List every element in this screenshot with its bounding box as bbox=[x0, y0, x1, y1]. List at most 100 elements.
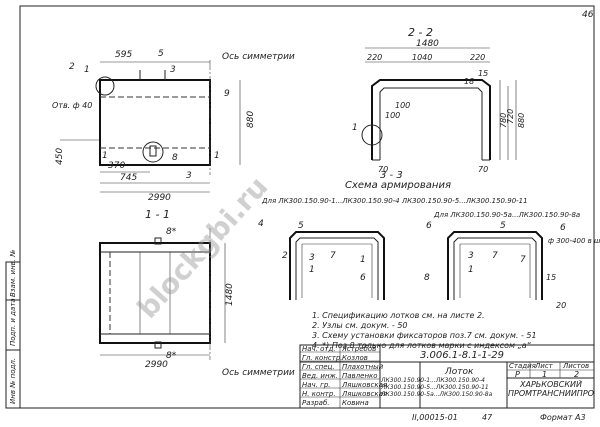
tb-org: ХАРЬКОВСКИЙ ПРОМТРАНСНИИПРОЕКТ bbox=[508, 380, 594, 398]
tb-role-0: Нач. отд. bbox=[302, 345, 336, 353]
section-2-2-dim-18: 18 bbox=[464, 77, 474, 86]
side-stamp-col3: Взам. инв. № bbox=[9, 249, 17, 297]
plan-label-9: 9 bbox=[224, 89, 230, 99]
tb-sheets-label: Листов bbox=[562, 362, 589, 370]
section-2-2-outline bbox=[371, 79, 491, 160]
plan-label-3-top: 3 bbox=[170, 65, 176, 75]
tb-stage: Р bbox=[515, 370, 520, 379]
note-3: 3. Схему установки фиксаторов поз.7 см. … bbox=[312, 331, 537, 340]
tb-doc-code: 3.006.1-8.1-1-29 bbox=[420, 350, 504, 361]
sheet-number: 46 bbox=[582, 10, 594, 20]
plan-dim-2990: 2990 bbox=[148, 193, 171, 203]
plan-label-5: 5 bbox=[158, 49, 164, 59]
section-2-2-dim-100-b: 100 bbox=[385, 111, 400, 120]
section-2-2-dim-15: 15 bbox=[478, 69, 488, 78]
plan-dim-450: 450 bbox=[55, 148, 65, 165]
section-2-2-dim-1480: 1480 bbox=[416, 39, 439, 49]
plan-label-1-top: 1 bbox=[84, 65, 90, 75]
plan-outline bbox=[99, 79, 211, 166]
section-1-1: 1 - 1 8* 1480 2990 8* Ось симметрии bbox=[99, 208, 295, 378]
section-2-2-dim-880: 880 bbox=[517, 113, 526, 128]
bottom-code: II,00015-01 bbox=[412, 413, 458, 422]
tb-name-6: Ковина bbox=[342, 399, 369, 407]
section-2-2-dim-100-a: 100 bbox=[395, 101, 410, 110]
scheme-right-label-6b: 6 bbox=[560, 223, 566, 233]
plan-hole-label: Отв. ф 40 bbox=[52, 101, 92, 110]
note-1: 1. Спецификацию лотков см. на листе 2. bbox=[312, 311, 485, 320]
scheme-right-note: ф 300-400 в шахматном порядке bbox=[548, 237, 600, 245]
plan-dim-745: 745 bbox=[120, 173, 137, 183]
reinforcement-caption-left: Для ЛК300.150.90-1...ЛК300.150.90-4 ЛК30… bbox=[261, 197, 528, 205]
node-circle-top bbox=[95, 76, 115, 96]
plan-axis-label: Ось симметрии bbox=[222, 52, 295, 62]
section-1-1-dim-2990: 2990 bbox=[145, 360, 168, 370]
tb-name-3: Павленко bbox=[342, 372, 378, 380]
tb-sheet-label: Лист bbox=[534, 362, 554, 370]
tb-role-1: Гл. констр. bbox=[302, 354, 343, 362]
tb-role-6: Разраб. bbox=[302, 399, 330, 407]
scheme-left-label-2: 2 bbox=[282, 251, 288, 261]
reinforcement-schemes: Схема армирования 3 - 3 Для ЛК300.150.90… bbox=[258, 170, 600, 310]
section-2-2-dim-220-right: 220 bbox=[470, 53, 485, 62]
plan-label-1-left: 1 bbox=[102, 151, 108, 161]
format-label: Формат А3 bbox=[540, 413, 586, 422]
tb-role-2: Гл. спец. bbox=[302, 363, 335, 371]
section-2-2-dim-780: 780 bbox=[499, 113, 508, 128]
scheme-left-label-1b: 1 bbox=[360, 255, 366, 265]
tb-marks: ЛК300.150.90-1...ЛК300.150.90-4 ЛК300.15… bbox=[381, 377, 493, 398]
section-2-2-dim-1040: 1040 bbox=[412, 53, 432, 62]
bottom-page: 47 bbox=[482, 413, 493, 422]
plan-dim-880: 880 bbox=[246, 111, 256, 128]
tb-sheet: 1 bbox=[542, 370, 547, 379]
scheme-right-label-1: 1 bbox=[468, 265, 474, 275]
tb-stage-label: Стадия bbox=[509, 362, 536, 370]
scheme-left-label-1: 1 bbox=[309, 265, 315, 275]
section-2-2-dim-70-right: 70 bbox=[478, 165, 488, 174]
tb-name-0: Ястребов bbox=[341, 345, 376, 353]
section-1-1-title: 1 - 1 bbox=[145, 208, 170, 221]
scheme-right-label-7: 7 bbox=[492, 251, 498, 261]
reinforcement-caption-right: Для ЛК300.150.90-5а...ЛК300.150.90-8а bbox=[433, 211, 580, 219]
tb-org-wrap: ХАРЬКОВСКИЙ ПРОМТРАНСНИИПРОЕКТ bbox=[508, 380, 594, 398]
scheme-right-label-15: 15 bbox=[546, 273, 556, 282]
plan-label-1-right: 1 bbox=[214, 151, 220, 161]
note-2: 2. Узлы см. докум. - 50 bbox=[312, 321, 408, 330]
section-2-2-dim-70-left: 70 bbox=[378, 165, 388, 174]
side-stamp: Инв № подл. Подп. и дата Взам. инв. № bbox=[5, 249, 21, 409]
tb-role-4: Нач. гр. bbox=[302, 381, 331, 389]
node-circle-bottom bbox=[142, 141, 164, 163]
scheme-left-label-5: 5 bbox=[298, 221, 304, 231]
plan-dim-595: 595 bbox=[115, 50, 132, 60]
tb-role-3: Вед. инж. bbox=[302, 372, 338, 380]
section-2-2: 2 - 2 1480 220 1040 220 100 100 15 18 78… bbox=[352, 26, 526, 174]
section-1-1-label-8-bottom: 8* bbox=[166, 351, 177, 361]
tb-marks-wrap: ЛК300.150.90-1...ЛК300.150.90-4 ЛК300.15… bbox=[381, 377, 493, 398]
scheme-right-outline bbox=[447, 231, 543, 300]
side-stamp-col2: Подп. и дата bbox=[9, 298, 17, 346]
tb-role-5: Н. контр. bbox=[302, 390, 336, 398]
section-1-1-axis-label: Ось симметрии bbox=[222, 368, 295, 378]
scheme-right-label-7b: 7 bbox=[520, 255, 526, 265]
reinforcement-title: Схема армирования bbox=[345, 180, 451, 191]
tb-sheets: 2 bbox=[574, 370, 579, 379]
tb-name-2: Плахотный bbox=[342, 363, 384, 371]
scheme-left-label-4: 4 bbox=[258, 219, 264, 229]
section-2-2-title: 2 - 2 bbox=[408, 26, 433, 39]
section-2-2-dim-720: 720 bbox=[506, 109, 515, 124]
tb-name-1: Козлов bbox=[342, 354, 368, 362]
title-block: Нач. отд. Гл. констр. Гл. спец. Вед. инж… bbox=[299, 344, 595, 409]
plan-label-2: 2 bbox=[69, 62, 75, 72]
section-1-1-label-8-top: 8* bbox=[166, 227, 177, 237]
scheme-right-label-5: 5 bbox=[500, 221, 506, 231]
scheme-left-label-7: 7 bbox=[330, 251, 336, 261]
scheme-right-label-6: 6 bbox=[426, 221, 432, 231]
tb-product: Лоток bbox=[444, 367, 474, 377]
plan-dim-370: 370 bbox=[108, 161, 125, 171]
tb-name-4: Ляшковская bbox=[341, 381, 387, 389]
plan-view: 595 5 3 2 1 Ось симметрии Отв. ф 40 9 88… bbox=[52, 49, 295, 203]
section-2-2-label-1: 1 bbox=[352, 123, 358, 133]
plan-label-3-bottom: 3 bbox=[186, 171, 192, 181]
tb-name-5: Ляшковская bbox=[341, 390, 387, 398]
scheme-right-label-8: 8 bbox=[424, 273, 430, 283]
